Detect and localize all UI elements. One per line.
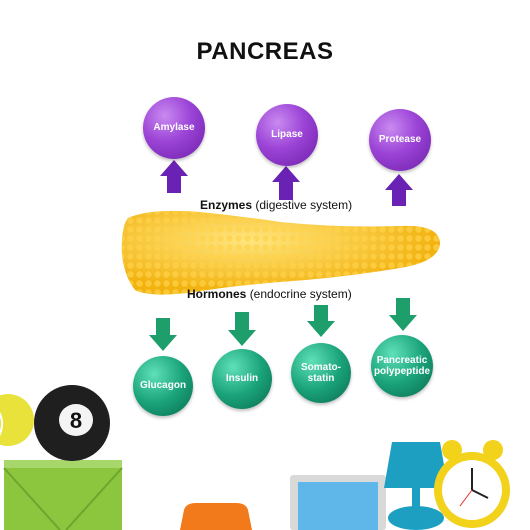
arrow-down-insulin (228, 312, 256, 346)
arrow-down-pancreatic-polypeptide (389, 298, 417, 331)
hormones-label: Hormones (endocrine system) (187, 287, 352, 301)
amylase-label: Amylase (153, 122, 195, 134)
diagram-title: PANCREAS (196, 38, 334, 65)
glucagon-node: Glucagon (133, 356, 193, 416)
somatostatin-label-line2: statin (307, 373, 335, 384)
insulin-label: Insulin (225, 373, 259, 385)
lipase-node: Lipase (256, 104, 318, 166)
protease-label: Protease (378, 134, 422, 146)
hormones-label-rest: (endocrine system) (249, 287, 352, 301)
arrow-down-somatostatin (307, 305, 335, 337)
pancreatic-polypeptide-label-line2: polypeptide (373, 366, 431, 377)
lipase-label: Lipase (271, 129, 303, 141)
green-box (4, 460, 122, 530)
orange-chair (180, 503, 252, 530)
tennis-ball (0, 394, 34, 446)
pancreas-organ (121, 210, 440, 295)
enzymes-label: Enzymes (digestive system) (200, 198, 352, 212)
enzymes-label-bold: Enzymes (200, 198, 253, 212)
arrow-up-protease (385, 174, 413, 206)
glucagon-label: Glucagon (139, 380, 187, 392)
somatostatin-label-line1: Somato- (301, 361, 341, 373)
arrow-down-glucagon (149, 318, 177, 351)
hormones-label-bold: Hormones (187, 287, 247, 301)
svg-text:8: 8 (70, 408, 82, 433)
protease-node: Protease (369, 109, 431, 171)
somatostatin-node: Somato-statin (291, 343, 351, 403)
arrow-up-lipase (272, 166, 300, 200)
lamp-shade (384, 442, 448, 488)
enzymes-label-rest: (digestive system) (255, 198, 353, 212)
pancreatic-polypeptide-label-line1: Pancreatic (376, 354, 428, 366)
insulin-node: Insulin (212, 349, 272, 409)
amylase-node: Amylase (143, 97, 205, 159)
arrow-up-amylase (160, 160, 188, 193)
